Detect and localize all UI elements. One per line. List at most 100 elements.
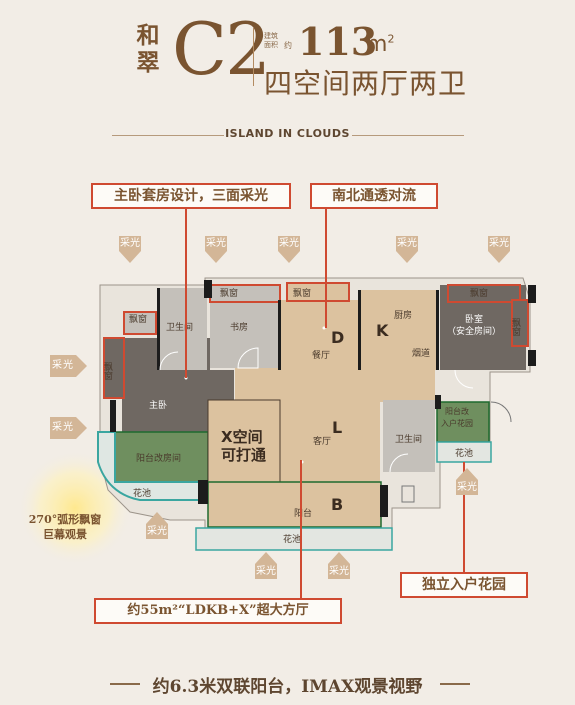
label-x-space-1: X空间 [221,428,263,446]
label-dining: 餐厅 [312,349,330,361]
bay-window-bedroom-top [447,284,521,303]
project-name-line1: 和 [136,22,160,49]
callout-hall: 约55m²“LDKB+X”超大方厅 [94,598,342,624]
label-bedroom-sub: （安全房间） [447,325,501,337]
area-unit-base: m [366,32,388,57]
sunlight-arrow-south-2: 采光 [255,552,277,579]
arc-window-note-line1: 270°弧形飘窗 [28,513,102,526]
letter-l: L [332,418,342,437]
callout-master-suite: 主卧套房设计，三面采光 [91,183,291,209]
door-bath-2 [389,453,409,473]
label-bay-window-1: 飘窗 [129,313,147,325]
label-master-bedroom: 主卧 [149,399,167,411]
sunlight-arrow-west-1: 采光 [50,355,87,377]
label-x-space-2: 可打通 [221,446,266,464]
footer-arrow-left [110,683,140,685]
project-name: 和 翠 [128,22,168,76]
sunlight-label: 采光 [255,564,277,579]
sunlight-arrow-west-2: 采光 [50,417,87,439]
tagline-rule-right [352,135,464,136]
area-prefix: 约 [284,41,292,50]
header-divider [253,28,254,86]
sunlight-label: 采光 [456,480,478,495]
bay-window-bedroom-side [511,299,529,347]
bay-window-dining [286,282,350,302]
kitchen [360,290,438,370]
label-balcony-garden-1: 阳台改 [445,406,469,416]
sunlight-label: 采光 [328,564,350,579]
callout-leader-entry [463,462,465,574]
arc-window-note: 270°弧形飘窗 巨幕观景 [12,512,118,542]
label-balcony-garden-2: 入户花园 [441,418,473,428]
bay-window-master [103,337,125,399]
layout-description: 四空间两厅两卫 [264,67,468,100]
sunlight-label: 采光 [396,236,418,251]
label-planter-east: 花池 [455,447,473,459]
door-bedroom [454,369,474,389]
area-unit-sup: 2 [387,32,395,46]
balcony [207,481,382,528]
walls [110,280,536,517]
master-bedroom-ext [122,370,234,400]
label-bedroom: 卧室 [465,313,483,325]
sunlight-label: 采光 [278,236,300,251]
label-bathroom-2: 卫生间 [395,433,422,445]
study [210,300,278,368]
marker-dot [322,326,326,330]
bathroom-2 [383,400,435,472]
sunlight-label: 采光 [488,236,510,251]
callout-leader-ventilation [325,208,327,328]
sunlight-arrow-east: 采光 [456,468,478,495]
door-study [237,347,259,369]
door-balcony [401,485,415,503]
south-planter [195,527,393,551]
sunlight-arrow-south-3: 采光 [328,552,350,579]
label-bathroom-1: 卫生间 [166,321,193,333]
sunlight-glow [17,450,133,566]
arc-window-note-line2: 巨幕观景 [43,528,87,541]
arc-planter [97,431,209,501]
label-bay-window-3: 飘窗 [220,287,238,299]
sunlight-label: 采光 [50,355,76,377]
dining-living-link [235,368,435,402]
callout-leader-hall [300,460,302,598]
letter-b: B [331,495,343,514]
label-balcony: 阳台 [294,507,312,519]
label-balcony-room: 阳台改房间 [136,452,181,464]
sunlight-arrow-2: 采光 [205,236,227,263]
callout-ventilation: 南北通透对流 [310,183,438,209]
label-flue: 烟道 [412,347,430,359]
sunlight-label: 采光 [146,524,168,539]
label-study: 书房 [230,321,248,333]
project-name-line2: 翠 [136,49,160,76]
label-living: 客厅 [313,435,331,447]
living-room [280,400,380,482]
letter-k: K [376,321,389,340]
footer-caption: 约6.3米双联阳台，IMAX观景视野 [152,677,423,697]
label-bay-window-4: 飘窗 [293,287,311,299]
sunlight-arrow-south-1: 采光 [146,512,168,539]
label-bay-window-6: 飘窗 [510,318,521,337]
x-space [207,399,281,483]
area-value: 113 [298,19,378,64]
door-entry [490,401,512,423]
label-bay-window-2: 飘窗 [102,362,113,381]
callout-leader-master [185,208,187,378]
door-bath-1 [159,351,179,371]
area-unit: m2 [366,32,394,57]
label-planter-west: 花池 [133,487,151,499]
callout-entry-garden: 独立入户花园 [400,572,528,598]
area-tag: 建筑面积 [264,32,278,49]
letter-d: D [331,328,344,347]
sunlight-arrow-5: 采光 [488,236,510,263]
sunlight-label: 采光 [119,236,141,251]
tagline: ISLAND IN CLOUDS [225,127,350,140]
unit-model: C2 [172,7,271,91]
label-kitchen: 厨房 [394,309,412,321]
label-bay-window-5: 飘窗 [470,287,488,299]
bathroom-1 [157,288,207,370]
bay-window-top-left [123,311,157,335]
label-planter-south: 花池 [283,533,301,545]
footer-arrow-right [440,683,470,685]
